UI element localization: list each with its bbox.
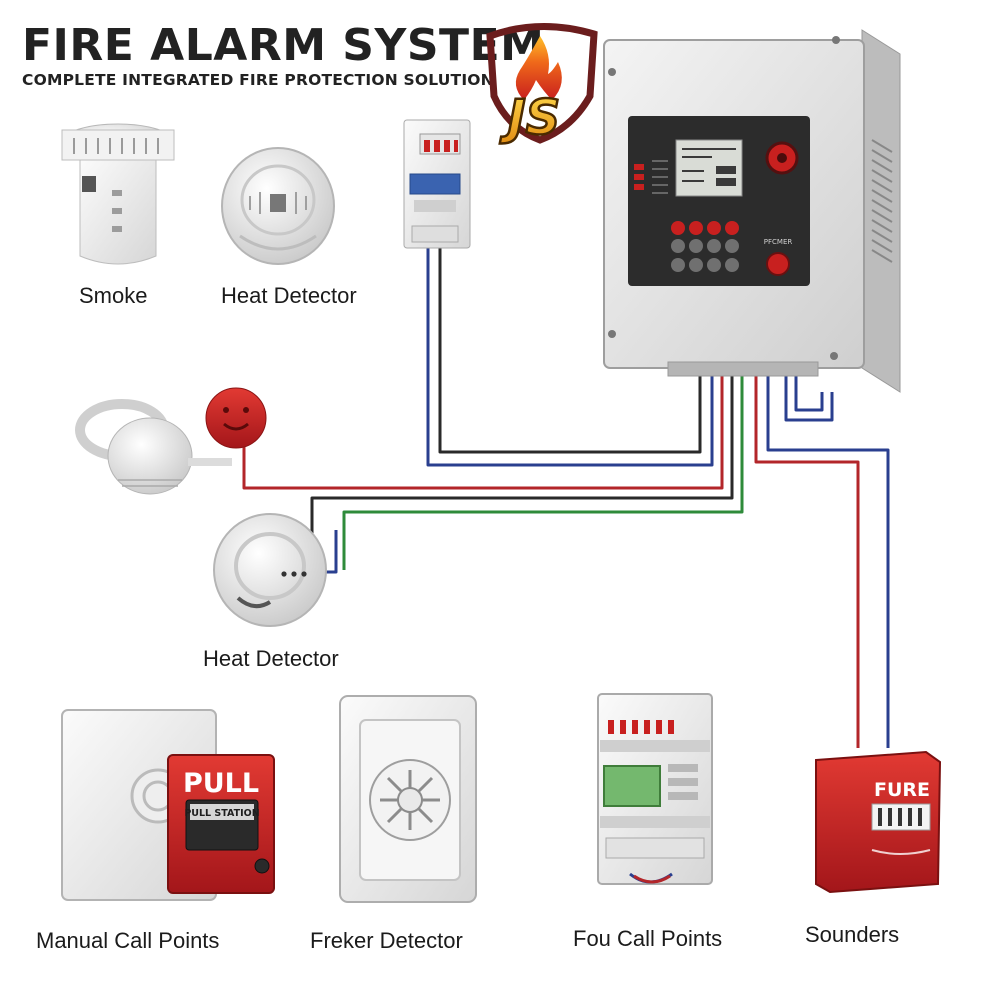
label-sounders: Sounders — [805, 922, 899, 948]
fire-sounder-box: FURE — [816, 752, 940, 892]
din-rail-module — [404, 120, 470, 248]
fou-call-point-module — [598, 694, 712, 884]
label-fou-call-points: Fou Call Points — [573, 926, 722, 952]
wire-sounder-red — [756, 368, 858, 748]
fire-alarm-control-panel: PFCMER — [604, 30, 900, 392]
pull-station-label: PULL STATION — [184, 808, 259, 819]
js-logo: JS — [490, 26, 594, 146]
red-alarm-sounder — [206, 388, 266, 448]
label-freker-detector: Freker Detector — [310, 928, 463, 954]
wire-sounder-blue — [768, 368, 888, 748]
pull-station-lock-icon — [255, 859, 269, 873]
freker-detector — [340, 696, 476, 902]
fou-module-display — [604, 766, 660, 806]
label-smoke: Smoke — [79, 283, 147, 309]
label-heat-detector-top: Heat Detector — [221, 283, 357, 309]
pull-station: PULL PULL STATION — [168, 755, 274, 893]
wire-loop-1 — [786, 370, 832, 420]
label-heat-detector-middle: Heat Detector — [203, 646, 339, 672]
heat-detector-top — [222, 148, 334, 264]
smoke-detector — [62, 124, 174, 264]
sounder-box-label: FURE — [874, 779, 930, 801]
wire-sensor-red — [244, 368, 722, 488]
logo-text: JS — [500, 90, 560, 146]
pull-station-title: PULL — [183, 768, 259, 799]
panel-button-label: PFCMER — [764, 238, 793, 246]
label-manual-call-points: Manual Call Points — [36, 928, 219, 954]
wire-heat-green — [344, 368, 742, 570]
panel-reset-button — [767, 253, 789, 275]
heat-detector-middle — [214, 514, 326, 626]
wire-heat-black — [312, 368, 732, 548]
